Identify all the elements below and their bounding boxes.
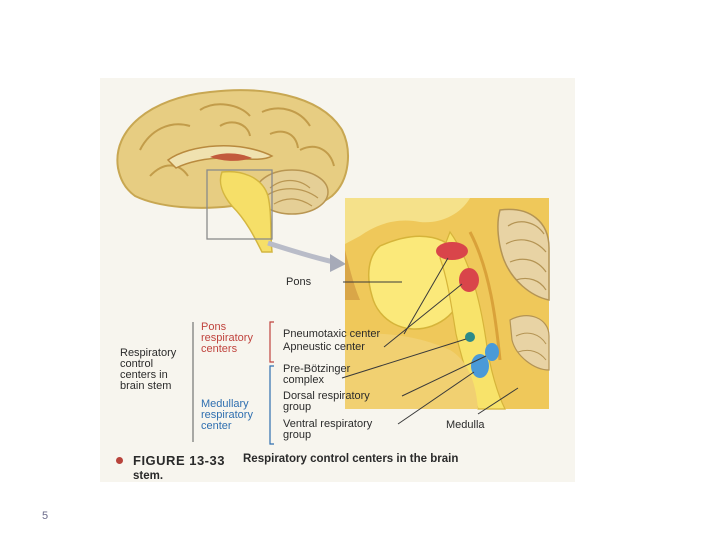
figure-number: FIGURE 13-33	[133, 453, 225, 468]
pons-label: Pons	[286, 277, 311, 288]
slide-page-number: 5	[42, 510, 48, 522]
ventral-group-marker	[471, 354, 489, 378]
pneumotaxic-center-marker	[436, 242, 468, 260]
dorsal-respiratory-group-label: Dorsal respiratory group	[283, 391, 370, 413]
pre-botzinger-marker	[465, 332, 475, 342]
figure-caption-continued: stem.	[133, 470, 163, 482]
respiratory-control-centers-label: Respiratory control centers in brain ste…	[120, 348, 176, 392]
medulla-label: Medulla	[446, 420, 485, 431]
caption-bullet-icon	[116, 457, 123, 464]
apneustic-center-marker	[459, 268, 479, 292]
dorsal-group-marker	[485, 343, 499, 361]
figure-caption: Respiratory control centers in the brain	[243, 453, 458, 465]
pneumotaxic-center-label: Pneumotaxic center	[283, 329, 380, 340]
zoomed-brainstem-panel	[345, 198, 549, 409]
medullary-respiratory-center-label: Medullary respiratory center	[201, 399, 253, 432]
pre-botzinger-complex-label: Pre-Bötzinger complex	[283, 364, 350, 386]
ventral-respiratory-group-label: Ventral respiratory group	[283, 419, 372, 441]
pons-respiratory-centers-label: Pons respiratory centers	[201, 322, 253, 355]
apneustic-center-label: Apneustic center	[283, 342, 365, 353]
